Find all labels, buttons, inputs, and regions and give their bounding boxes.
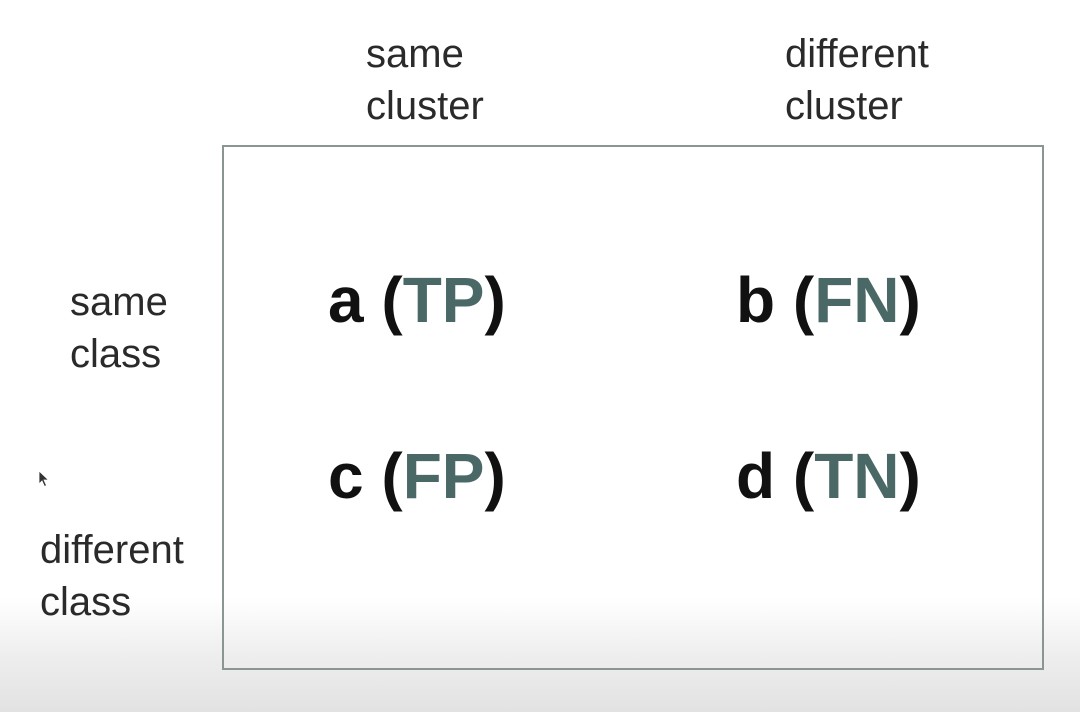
cell-false-negative: b (FN) <box>736 264 921 336</box>
cell-true-negative: d (TN) <box>736 440 921 512</box>
cell-letter: b <box>736 264 776 336</box>
cell-letter: a <box>328 264 364 336</box>
row-header-line: class <box>70 332 162 376</box>
mouse-pointer-icon <box>38 470 50 488</box>
cell-abbr: FN <box>814 264 900 336</box>
close-paren: ) <box>899 440 921 512</box>
cell-true-positive: a (TP) <box>328 264 506 336</box>
row-header-different-class: different class <box>40 524 184 628</box>
cell-abbr: TN <box>814 440 900 512</box>
row-header-line: different <box>40 528 184 572</box>
cell-letter: d <box>736 440 776 512</box>
cell-letter: c <box>328 440 364 512</box>
open-paren: ( <box>792 440 815 512</box>
open-paren: ( <box>381 264 403 336</box>
row-header-line: class <box>40 580 132 624</box>
row-header-same-class: same class <box>70 276 168 380</box>
close-paren: ) <box>484 440 506 512</box>
confusion-matrix-box <box>222 145 1044 670</box>
cell-abbr: TP <box>402 264 485 336</box>
open-paren: ( <box>792 264 815 336</box>
cell-false-positive: c (FP) <box>328 440 506 512</box>
close-paren: ) <box>899 264 921 336</box>
row-header-line: same <box>70 280 168 324</box>
column-header-line: cluster <box>366 84 484 128</box>
column-header-line: same <box>366 32 464 76</box>
column-header-line: cluster <box>785 84 903 128</box>
cell-abbr: FP <box>402 440 485 512</box>
column-header-different-cluster: different cluster <box>785 28 929 132</box>
column-header-same-cluster: same cluster <box>366 28 484 132</box>
column-header-line: different <box>785 32 929 76</box>
open-paren: ( <box>381 440 403 512</box>
close-paren: ) <box>484 264 506 336</box>
